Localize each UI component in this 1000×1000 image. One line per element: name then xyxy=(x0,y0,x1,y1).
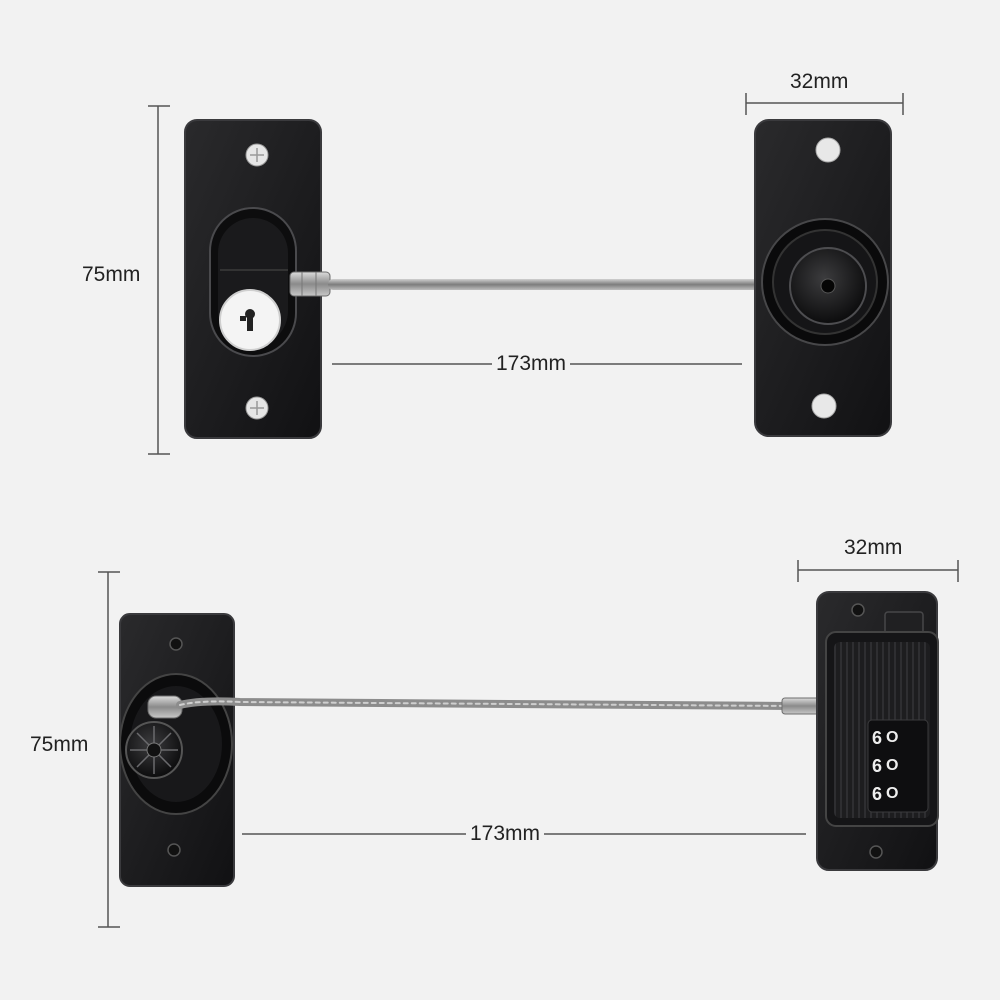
dial-wheel[interactable]: 6 O xyxy=(872,754,898,778)
dial-mark: O xyxy=(886,785,899,802)
dial-mark: O xyxy=(886,757,899,774)
dial-mark: O xyxy=(886,729,899,746)
top-width-label: 32mm xyxy=(786,70,853,94)
dial-digit: 6 xyxy=(872,727,883,748)
screw-icon xyxy=(169,637,183,651)
combination-lock-icon: 6 O 6 O 6 O xyxy=(872,724,926,812)
screw-icon xyxy=(869,845,883,859)
bottom-height-dimension xyxy=(98,571,120,928)
top-lock xyxy=(148,93,904,455)
bottom-lock xyxy=(98,560,959,928)
bottom-height-label: 75mm xyxy=(26,733,93,757)
bottom-width-dimension xyxy=(797,560,959,582)
dial-digit: 6 xyxy=(872,755,883,776)
bottom-cable-length-label: 173mm xyxy=(466,822,545,846)
dial-digit: 6 xyxy=(872,783,883,804)
dial-wheel[interactable]: 6 O xyxy=(872,782,898,806)
top-right-plate xyxy=(754,119,892,437)
top-cable xyxy=(289,271,798,297)
screw-icon xyxy=(815,137,841,163)
bottom-left-plate xyxy=(119,613,235,887)
screw-icon xyxy=(167,843,181,857)
bottom-cable xyxy=(176,697,827,715)
top-height-dimension xyxy=(148,105,170,455)
screw-icon xyxy=(811,393,837,419)
dial-wheel[interactable]: 6 O xyxy=(872,726,898,750)
top-cable-length-label: 173mm xyxy=(492,352,571,376)
top-left-plate xyxy=(184,119,322,439)
screw-icon xyxy=(851,603,865,617)
bottom-width-label: 32mm xyxy=(840,536,907,560)
top-height-label: 75mm xyxy=(78,263,145,287)
top-width-dimension xyxy=(745,93,904,115)
bottom-right-plate xyxy=(816,591,939,871)
